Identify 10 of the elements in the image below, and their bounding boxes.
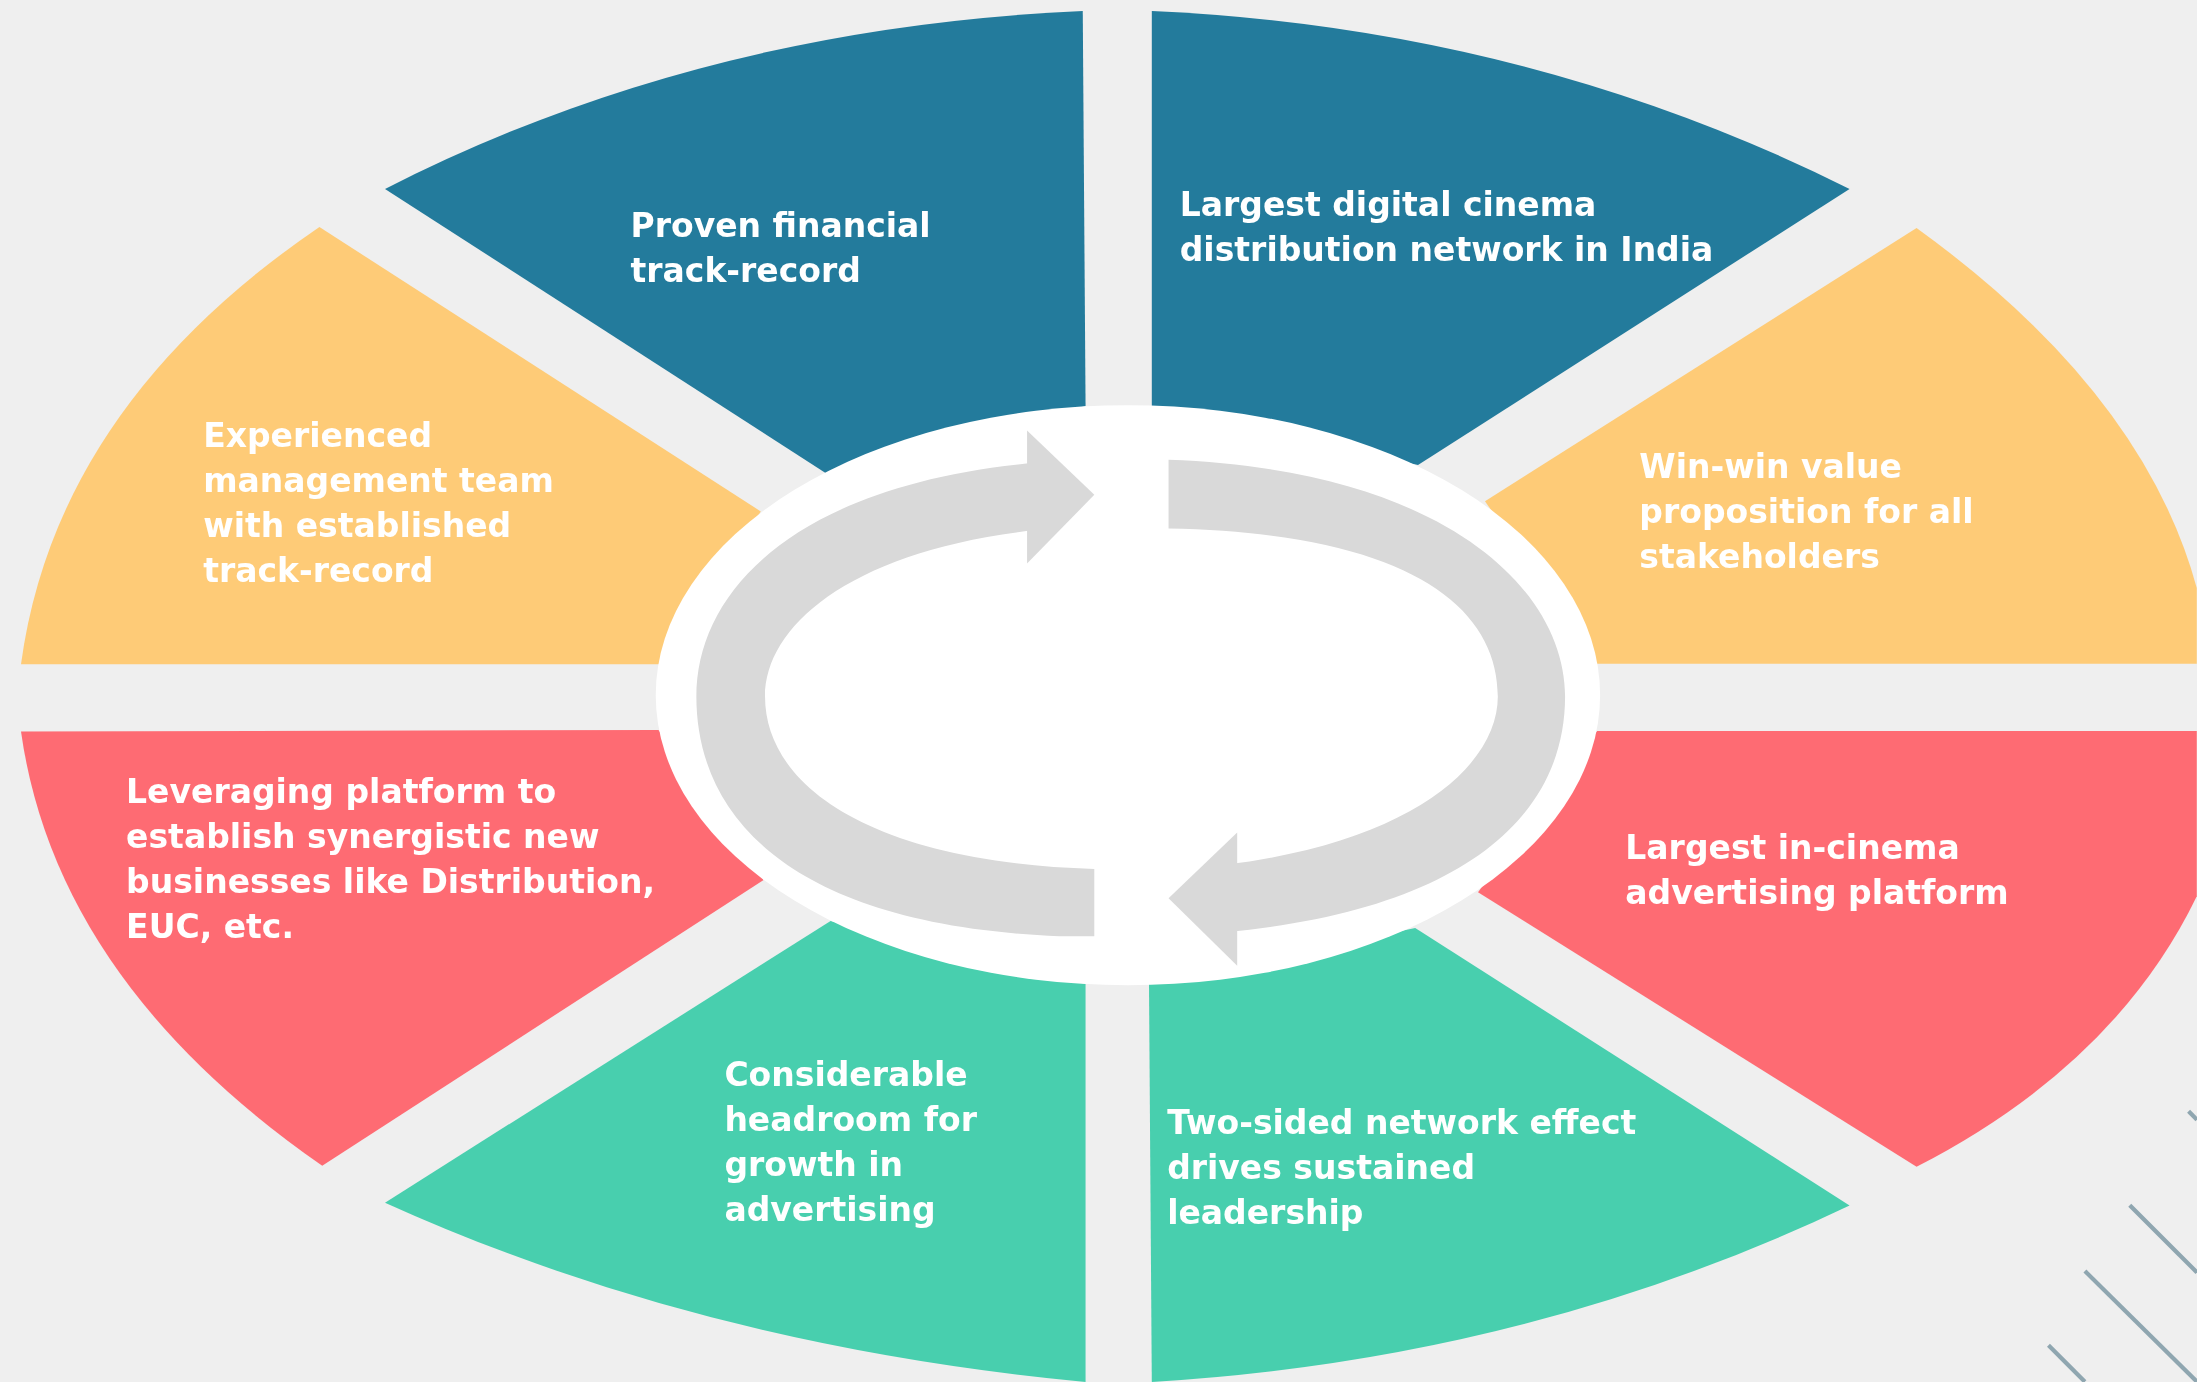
segment-text: Leveraging platform to establish synergistic new businesses like Distribution, EUC, etc. xyxy=(126,771,656,949)
segment-text: Win-win value proposition for all stakeholders xyxy=(1639,446,1975,579)
ring-segment xyxy=(1148,927,1850,1382)
segment-text: Largest digital cinema distribution network in India xyxy=(1179,184,1715,272)
segment-text: Largest in-cinema advertising platform xyxy=(1625,827,2010,915)
segment-text: Experienced management team with established track-record xyxy=(203,415,555,593)
ring-segment xyxy=(385,920,1086,1382)
segment-text: Two-sided network effect drives sustained leadership xyxy=(1167,1101,1638,1234)
segment-text: Proven financial track-record xyxy=(630,205,932,293)
segment-text: Considerable headroom for growth in advertising xyxy=(724,1054,978,1232)
